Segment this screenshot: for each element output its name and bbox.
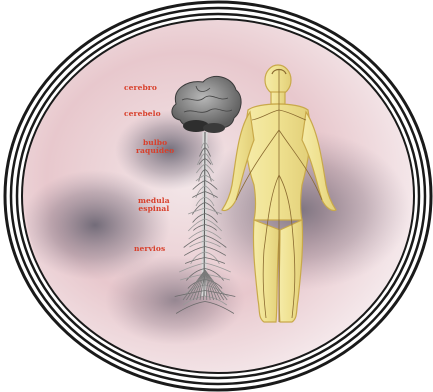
- label-cerebro: cerebro: [124, 84, 157, 92]
- label-cerebelo: cerebelo: [124, 110, 161, 118]
- label-nervios: nervios: [134, 245, 165, 253]
- label-bulbo-line2: raquídeo: [136, 147, 174, 155]
- label-medula-line2: espinal: [138, 205, 170, 213]
- label-medula-espinal: medula espinal: [138, 197, 170, 213]
- label-bulbo-raquideo: bulbo raquídeo: [136, 139, 174, 155]
